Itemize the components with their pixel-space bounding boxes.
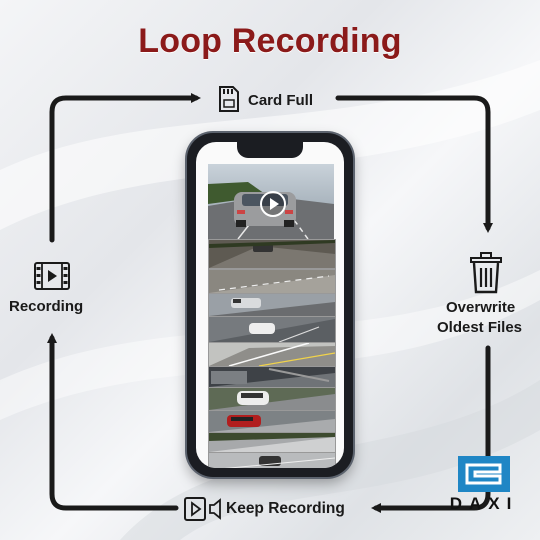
video-thumbnail[interactable] [208,342,336,367]
play-button[interactable] [260,190,286,217]
film-icon [34,262,70,295]
step-overwrite-label-line2: Oldest Files [437,319,523,336]
video-thumbnail[interactable] [208,239,336,269]
video-thumbnail[interactable] [208,432,336,453]
video-thumbnail[interactable] [208,410,336,433]
trash-icon [468,252,504,299]
video-thumbnail[interactable] [208,387,336,411]
video-thumbnail[interactable] [208,293,336,317]
step-card-full-label: Card Full [248,92,314,109]
step-overwrite-label-line1: Overwrite [446,299,516,316]
phone-notch [237,142,303,158]
page-title: Loop Recording [138,22,402,60]
play-icon [184,497,224,526]
video-thumbnail[interactable] [208,366,336,388]
video-thumbnail[interactable] [208,316,336,343]
brand-name: DAXI [449,494,519,513]
video-thumbnail-main[interactable] [208,164,334,239]
sd-card-icon [218,85,240,118]
step-keep-recording-label: Keep Recording [226,500,345,517]
video-thumbnail[interactable] [208,269,336,294]
step-recording-label: Recording [9,298,84,315]
phone-screen [196,142,344,468]
video-thumbnail[interactable] [208,452,336,468]
brand-logo [458,456,510,492]
phone-mockup [187,133,353,477]
